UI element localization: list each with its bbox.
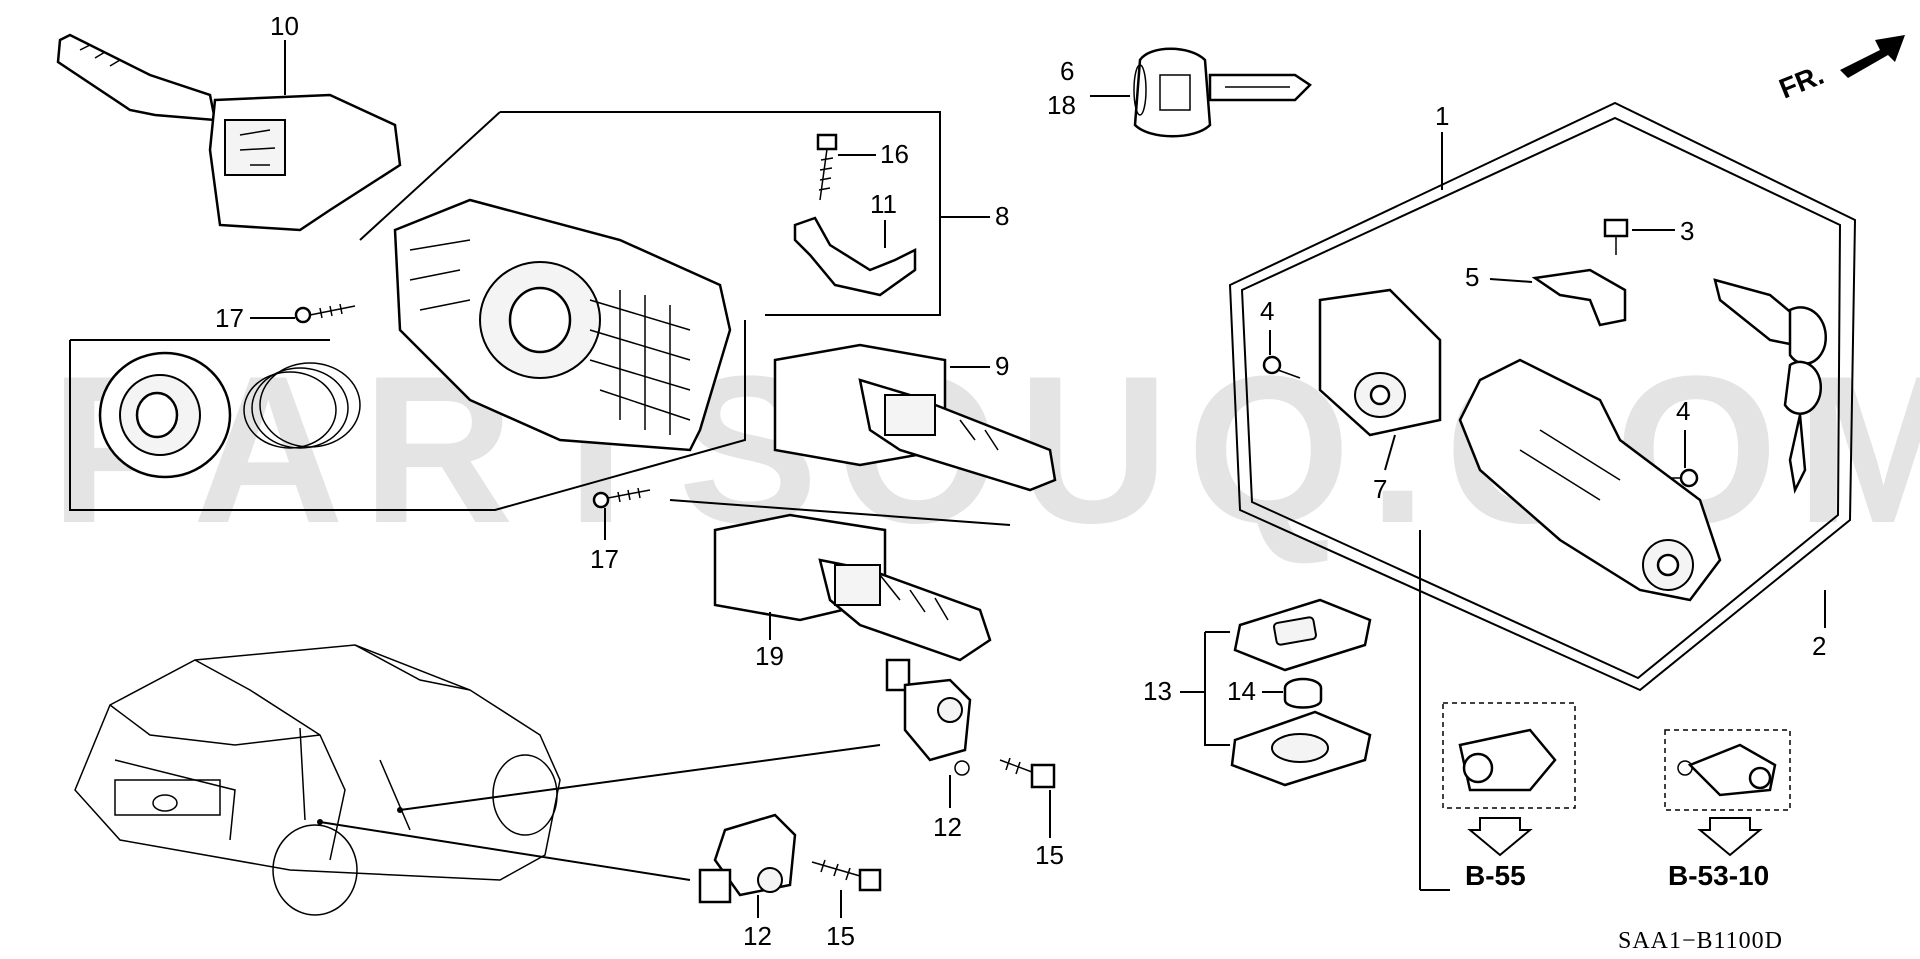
part-15-bolt-lower[interactable] (811, 859, 882, 892)
callout-6: 6 (1060, 56, 1074, 86)
part-9-wiper-switch[interactable] (773, 343, 1057, 492)
part-10-turn-signal-switch[interactable] (56, 33, 402, 232)
part-5-clamp[interactable] (1531, 268, 1627, 327)
diagram-code: SAA1−B1100D (1618, 928, 1783, 954)
remote-transmitter-cover[interactable] (1233, 598, 1372, 672)
callout-19: 19 (755, 641, 784, 671)
callout-16: 16 (880, 139, 909, 169)
part-19-lighting-switch[interactable] (713, 513, 992, 662)
callout-5: 5 (1465, 262, 1479, 292)
ref-label-b53-10: B-53-10 (1668, 860, 1769, 891)
callout-14: 14 (1227, 676, 1256, 706)
callout-12-lower: 12 (743, 921, 772, 951)
callout-7: 7 (1373, 474, 1387, 504)
callout-12-upper: 12 (933, 812, 962, 842)
part-12-door-switch-upper[interactable] (885, 658, 972, 776)
ignition-keys[interactable] (1713, 278, 1828, 494)
part-17-screw-lower[interactable] (592, 487, 651, 509)
callout-17-lower: 17 (590, 544, 619, 574)
part-1-kit-outline (1228, 101, 1857, 692)
steering-lock-body[interactable] (1458, 358, 1722, 602)
callout-4-right: 4 (1676, 396, 1690, 426)
callout-3: 3 (1680, 216, 1694, 246)
front-direction-indicator: FR. (1775, 35, 1905, 105)
remote-transmitter-base[interactable] (1230, 710, 1372, 787)
part-3-bolt[interactable] (1603, 218, 1629, 255)
part-6-key-blank[interactable] (1133, 47, 1312, 138)
ref-label-b55: B-55 (1465, 860, 1526, 891)
callout-8: 8 (995, 201, 1009, 231)
callout-18: 18 (1047, 90, 1076, 120)
ref-box-b53-10[interactable]: B-53-10 (1664, 729, 1791, 891)
callout-17-upper: 17 (215, 303, 244, 333)
part-14-battery[interactable] (1283, 677, 1323, 709)
part-7-cylinder[interactable] (1318, 288, 1442, 437)
part-12-door-switch-lower[interactable] (698, 813, 797, 904)
callout-9: 9 (995, 351, 1009, 381)
callout-15-lower: 15 (826, 921, 855, 951)
fr-label: FR. (1775, 59, 1828, 105)
callout-13: 13 (1143, 676, 1172, 706)
part-11-bracket[interactable] (793, 216, 917, 297)
part-15-bolt-upper[interactable] (999, 757, 1056, 789)
part-8-combination-switch-body[interactable] (393, 198, 732, 452)
cable-reel[interactable] (98, 351, 232, 479)
part-17-screw-upper[interactable] (294, 303, 356, 324)
callout-2: 2 (1812, 631, 1826, 661)
callout-10: 10 (270, 11, 299, 41)
callout-4-left: 4 (1260, 296, 1274, 326)
callout-15-upper: 15 (1035, 840, 1064, 870)
ref-box-b55[interactable]: B-55 (1442, 702, 1576, 891)
callout-11: 11 (870, 189, 897, 219)
part-16-screw[interactable] (816, 133, 838, 201)
spring-ring[interactable] (243, 362, 361, 449)
callout-1: 1 (1435, 101, 1449, 131)
vehicle-outline (74, 644, 561, 916)
part-4-screw-left[interactable] (1262, 355, 1301, 379)
